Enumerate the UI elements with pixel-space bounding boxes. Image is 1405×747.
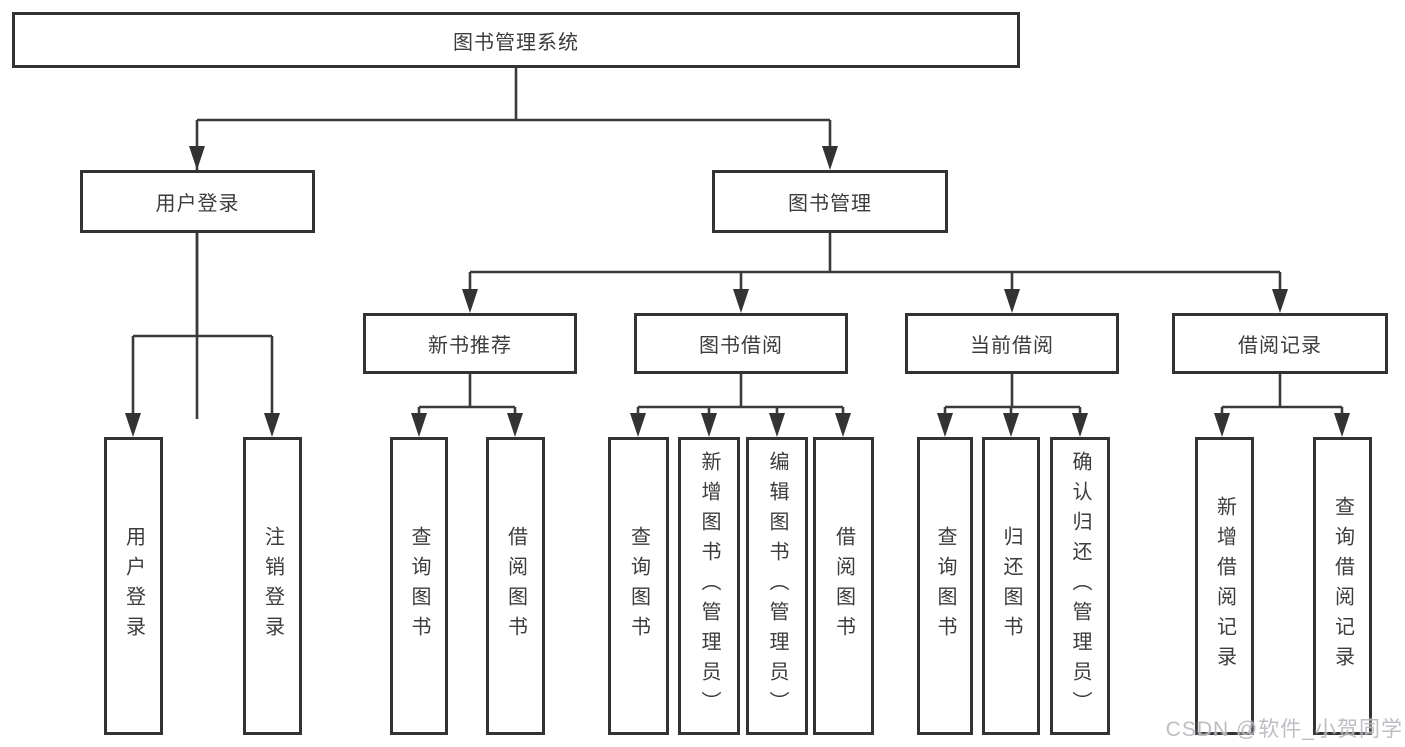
leaf-query-borrow-record: 查询借阅记录	[1313, 437, 1372, 735]
node-book-management: 图书管理	[712, 170, 948, 233]
connector-root-to-level2	[195, 68, 832, 419]
node-label: 图书管理	[788, 193, 872, 215]
node-label: 图书管理系统	[453, 31, 579, 54]
node-label: 查询图书	[934, 526, 956, 646]
node-label: 新书推荐	[428, 335, 512, 357]
node-label: 归还图书	[1000, 526, 1022, 646]
arrowheads-newbookrec-leaves	[411, 413, 523, 437]
node-label: 查询图书	[408, 526, 430, 646]
node-borrowing-records: 借阅记录	[1172, 313, 1388, 374]
node-user-login: 用户登录	[80, 170, 315, 233]
node-book-borrowing: 图书借阅	[634, 313, 848, 374]
leaf-query-books-borrow: 查询图书	[608, 437, 669, 735]
connector-bookborrow-to-leaves	[636, 374, 845, 419]
node-new-book-recommendation: 新书推荐	[363, 313, 577, 374]
csdn-watermark: CSDN @软件_小贺同学	[1165, 718, 1403, 741]
node-label: 当前借阅	[970, 335, 1054, 357]
leaf-return-books: 归还图书	[982, 437, 1040, 735]
leaf-edit-books-admin: 编辑图书（管理员）	[746, 437, 808, 735]
leaf-query-books-recommend: 查询图书	[390, 437, 448, 735]
node-label: 查询图书	[627, 526, 650, 646]
node-label: 借阅图书	[504, 526, 527, 646]
arrowheads-currentborrow-leaves	[937, 413, 1088, 437]
connector-newbookrec-to-leaves	[417, 374, 517, 419]
node-label: 编辑图书（管理员）	[766, 451, 788, 721]
leaf-add-books-admin: 新增图书（管理员）	[678, 437, 740, 735]
arrowheads-userlogin-leaves	[125, 413, 280, 437]
node-label: 新增图书（管理员）	[698, 451, 720, 721]
connector-borrowrecords-to-leaves	[1220, 374, 1344, 419]
node-label: 用户登录	[122, 526, 145, 646]
leaf-logout: 注销登录	[243, 437, 302, 735]
node-label: 注销登录	[261, 526, 284, 646]
arrowheads-level3	[462, 289, 1288, 313]
node-label: 新增借阅记录	[1213, 496, 1236, 676]
leaf-confirm-return-admin: 确认归还（管理员）	[1050, 437, 1110, 735]
connector-bookmgmt-to-level3	[468, 233, 1282, 295]
leaf-borrow-books-recommend: 借阅图书	[486, 437, 545, 735]
arrowheads-level2	[189, 146, 838, 170]
connector-currentborrow-to-leaves	[943, 374, 1082, 419]
leaf-borrow-books: 借阅图书	[813, 437, 874, 735]
connector-userlogin-to-leaves	[131, 233, 274, 419]
node-label: 图书借阅	[699, 335, 783, 357]
arrowheads-borrowrecords-leaves	[1214, 413, 1350, 437]
node-current-borrowing: 当前借阅	[905, 313, 1119, 374]
arrowheads-bookborrow-leaves	[630, 413, 851, 437]
node-label: 查询借阅记录	[1331, 496, 1354, 676]
node-label: 借阅图书	[832, 526, 855, 646]
node-label: 确认归还（管理员）	[1069, 451, 1091, 721]
leaf-add-borrow-record: 新增借阅记录	[1195, 437, 1254, 735]
node-label: 借阅记录	[1238, 335, 1322, 357]
leaf-user-login: 用户登录	[104, 437, 163, 735]
leaf-query-books-current: 查询图书	[917, 437, 973, 735]
node-library-management-system: 图书管理系统	[12, 12, 1020, 68]
node-label: 用户登录	[155, 193, 240, 215]
